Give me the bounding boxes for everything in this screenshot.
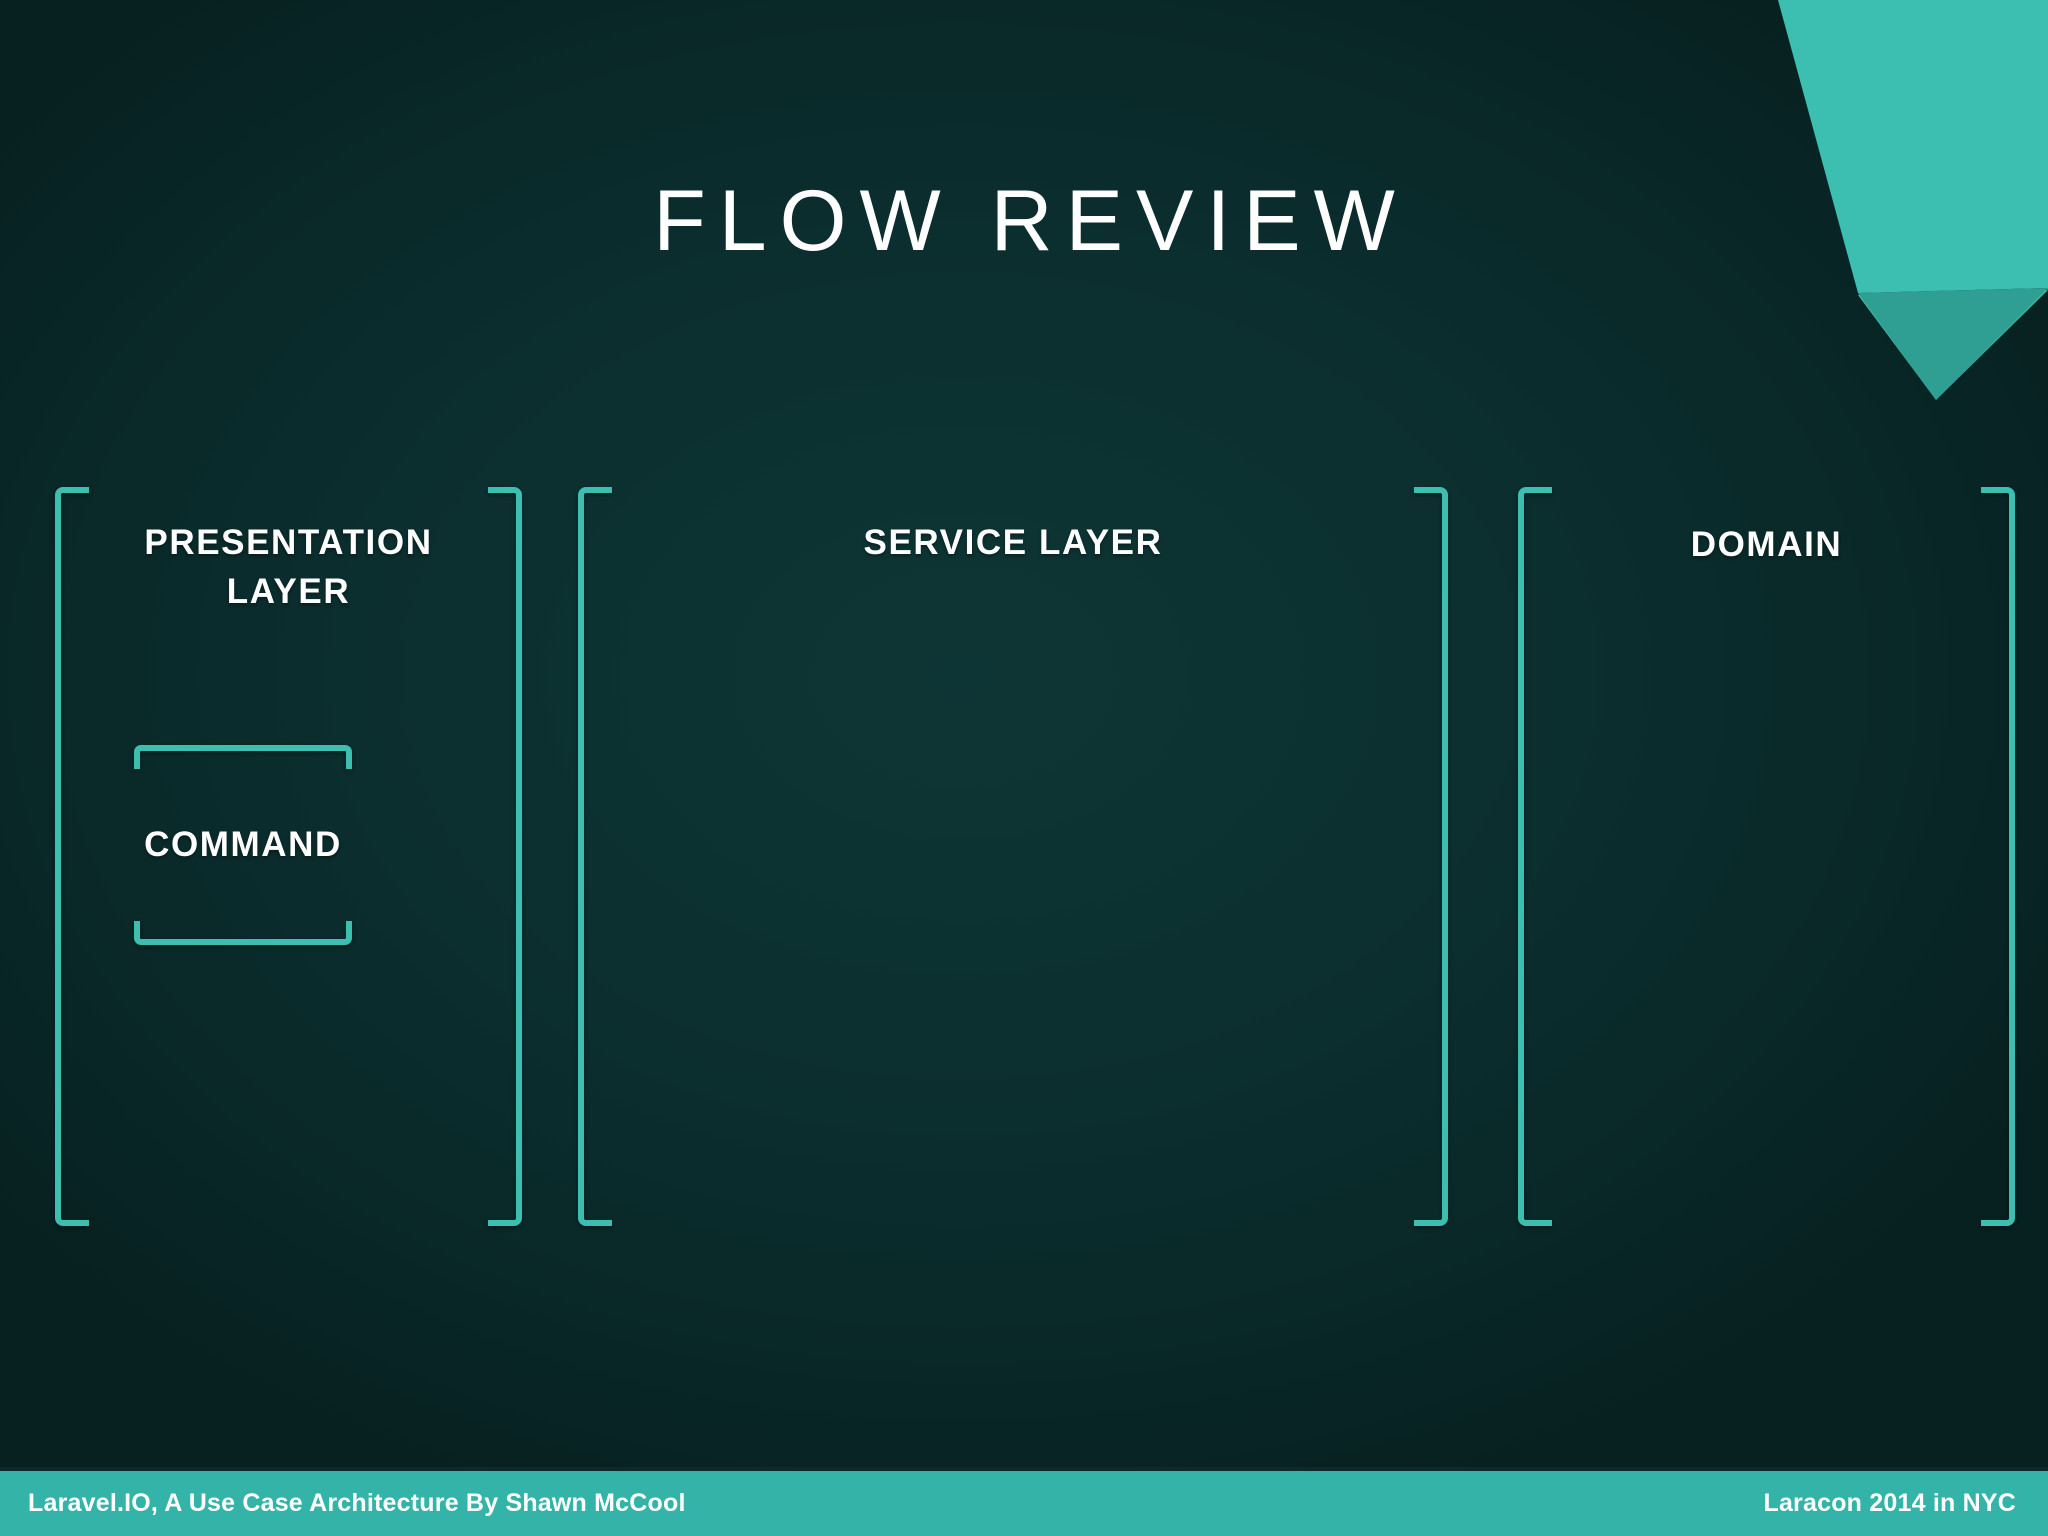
inner-block-label-command: COMMAND xyxy=(144,825,342,864)
column-service-layer: SERVICE LAYER xyxy=(578,487,1448,1226)
column-label-service-layer: SERVICE LAYER xyxy=(578,518,1448,567)
column-presentation-layer: PRESENTATION LAYER COMMAND xyxy=(55,487,522,1226)
slide-title: FLOW REVIEW xyxy=(653,173,1408,269)
column-label-domain: DOMAIN xyxy=(1518,520,2015,569)
footer-credit-text: Laravel.IO, A Use Case Architecture By S… xyxy=(28,1489,686,1517)
column-domain: DOMAIN xyxy=(1518,487,2015,1226)
bracket-left-presentation-layer xyxy=(55,487,89,1226)
bracket-right-service-layer xyxy=(1414,487,1448,1226)
bracket-right-presentation-layer xyxy=(488,487,522,1226)
column-label-line-1: DOMAIN xyxy=(1690,525,1843,564)
column-label-line-1: SERVICE LAYER xyxy=(863,523,1163,562)
inner-block-bottom-bracket xyxy=(134,921,352,945)
bracket-left-service-layer xyxy=(578,487,612,1226)
inner-block-top-bracket xyxy=(134,745,352,769)
bracket-right-domain xyxy=(1981,487,2015,1226)
inner-block-command: COMMAND xyxy=(134,745,352,945)
column-label-line-2: LAYER xyxy=(226,572,351,611)
bracket-left-domain xyxy=(1518,487,1552,1226)
slide-footer: Laravel.IO, A Use Case Architecture By S… xyxy=(0,1467,2048,1536)
footer-event-text: Laracon 2014 in NYC xyxy=(1763,1489,2016,1517)
column-label-presentation-layer: PRESENTATION LAYER xyxy=(55,518,522,616)
column-label-line-1: PRESENTATION xyxy=(144,523,433,562)
